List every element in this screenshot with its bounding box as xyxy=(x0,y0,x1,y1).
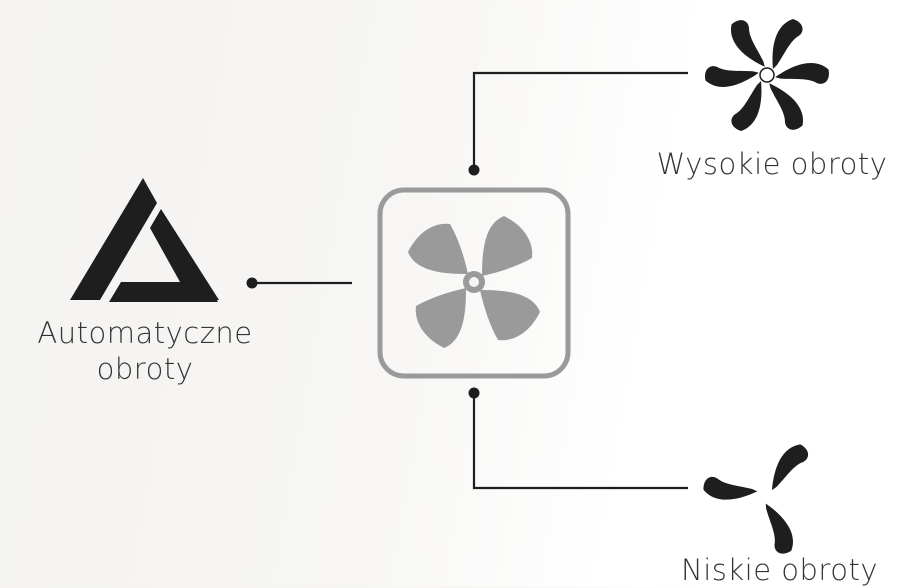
high-speed-fan-icon xyxy=(700,16,834,134)
connector-dot-low xyxy=(468,387,480,399)
auto-mode-label-line2: obroty xyxy=(96,352,194,386)
connector-auto xyxy=(246,277,352,289)
connector-high xyxy=(468,71,688,176)
connector-dot-high xyxy=(468,164,480,176)
fan-icon xyxy=(377,187,571,379)
high-speed-label: Wysokie obroty xyxy=(656,147,888,181)
auto-mode-label-line1: Automatyczne xyxy=(37,316,253,350)
auto-mode-triangle-icon xyxy=(70,178,219,302)
low-speed-label: Niskie obroty xyxy=(681,553,878,587)
low-speed-fan-icon xyxy=(700,440,810,559)
connector-low xyxy=(468,387,688,490)
auto-mode-label: Automatyczne obroty xyxy=(20,315,270,387)
connector-dot-auto xyxy=(246,277,258,289)
